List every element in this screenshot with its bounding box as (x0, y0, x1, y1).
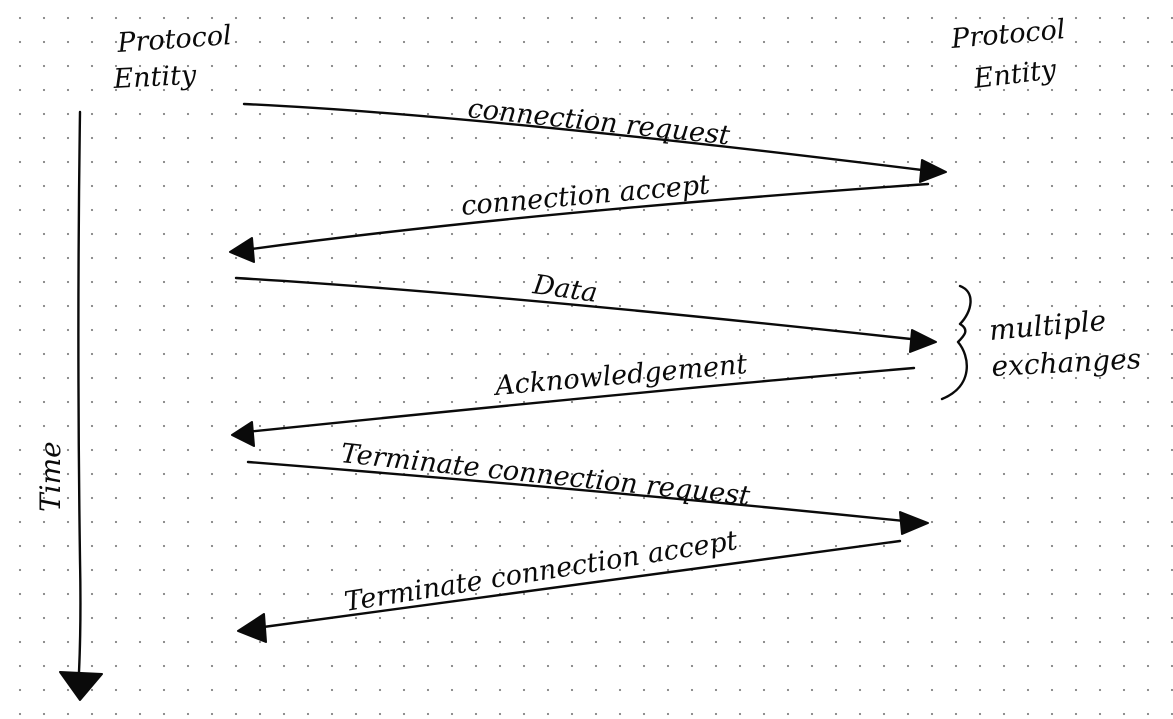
message-terminate-accept: Terminate connection accept (237, 525, 902, 643)
arrowhead-left (231, 421, 255, 447)
message-label: connection request (466, 93, 731, 151)
left-entity-line1: Protocol (115, 20, 232, 59)
time-axis: Time (34, 110, 103, 701)
multiple-exchanges-annotation: multiple exchanges (940, 284, 1142, 401)
left-entity-line2: Entity (112, 60, 198, 95)
arrowhead-right (899, 511, 929, 535)
message-label: Terminate connection request (339, 438, 751, 512)
arrowhead-left (237, 613, 267, 643)
message-connection-accept: connection accept (229, 169, 930, 263)
right-entity-line1: Protocol (949, 14, 1067, 55)
note-line1: multiple (988, 304, 1108, 347)
time-axis-line (77, 110, 82, 674)
message-arrow-line (246, 460, 916, 524)
time-label: Time (34, 441, 67, 512)
message-arrow-line (242, 102, 932, 173)
message-acknowledgement: Acknowledgement (231, 349, 916, 447)
arrowhead-left (229, 237, 255, 263)
right-protocol-entity: Protocol Entity (949, 14, 1067, 95)
message-arrow-line (254, 539, 902, 630)
time-axis-arrowhead (59, 671, 103, 701)
note-line2: exchanges (991, 342, 1142, 383)
message-label: Data (530, 269, 599, 309)
message-arrow-line (242, 182, 930, 252)
message-arrow-line (234, 276, 922, 342)
message-arrow-line (244, 366, 916, 434)
message-data: Data (234, 269, 937, 353)
arrowhead-right (919, 159, 947, 183)
message-terminate-request: Terminate connection request (246, 438, 929, 535)
message-label: connection accept (460, 169, 711, 222)
arrowhead-right (909, 329, 937, 353)
left-protocol-entity: Protocol Entity (112, 20, 233, 95)
right-entity-line2: Entity (971, 54, 1059, 95)
curly-brace (940, 284, 972, 401)
message-connection-request: connection request (242, 93, 947, 183)
